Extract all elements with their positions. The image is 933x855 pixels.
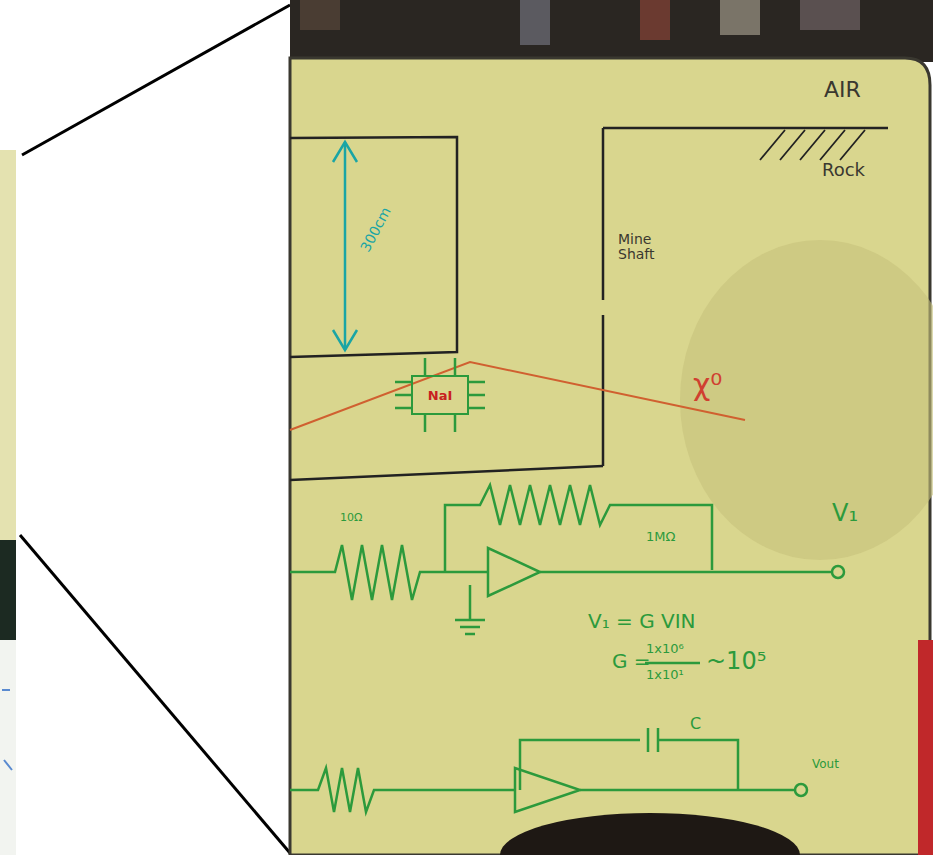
region-label: Rock: [822, 160, 865, 180]
equation: V₁ = G VIN: [588, 610, 696, 632]
equation: ~10⁵: [706, 648, 766, 674]
particle-label: χ⁰: [693, 368, 722, 401]
signal-name: Vout: [812, 758, 839, 771]
equation: G =: [612, 650, 651, 672]
region-label: Mine Shaft: [618, 232, 678, 263]
region-label: AIR: [824, 78, 861, 102]
capacitor-label: C: [690, 715, 701, 733]
resistor-value: 1MΩ: [646, 530, 675, 544]
detector-chip: NaI: [411, 375, 469, 415]
resistor-value: 10Ω: [340, 512, 362, 524]
fraction-numerator: 1x10⁶: [646, 642, 684, 656]
signal-name: V₁: [832, 500, 858, 526]
detector-label: NaI: [428, 388, 453, 403]
fraction-denominator: 1x10¹: [646, 668, 684, 682]
